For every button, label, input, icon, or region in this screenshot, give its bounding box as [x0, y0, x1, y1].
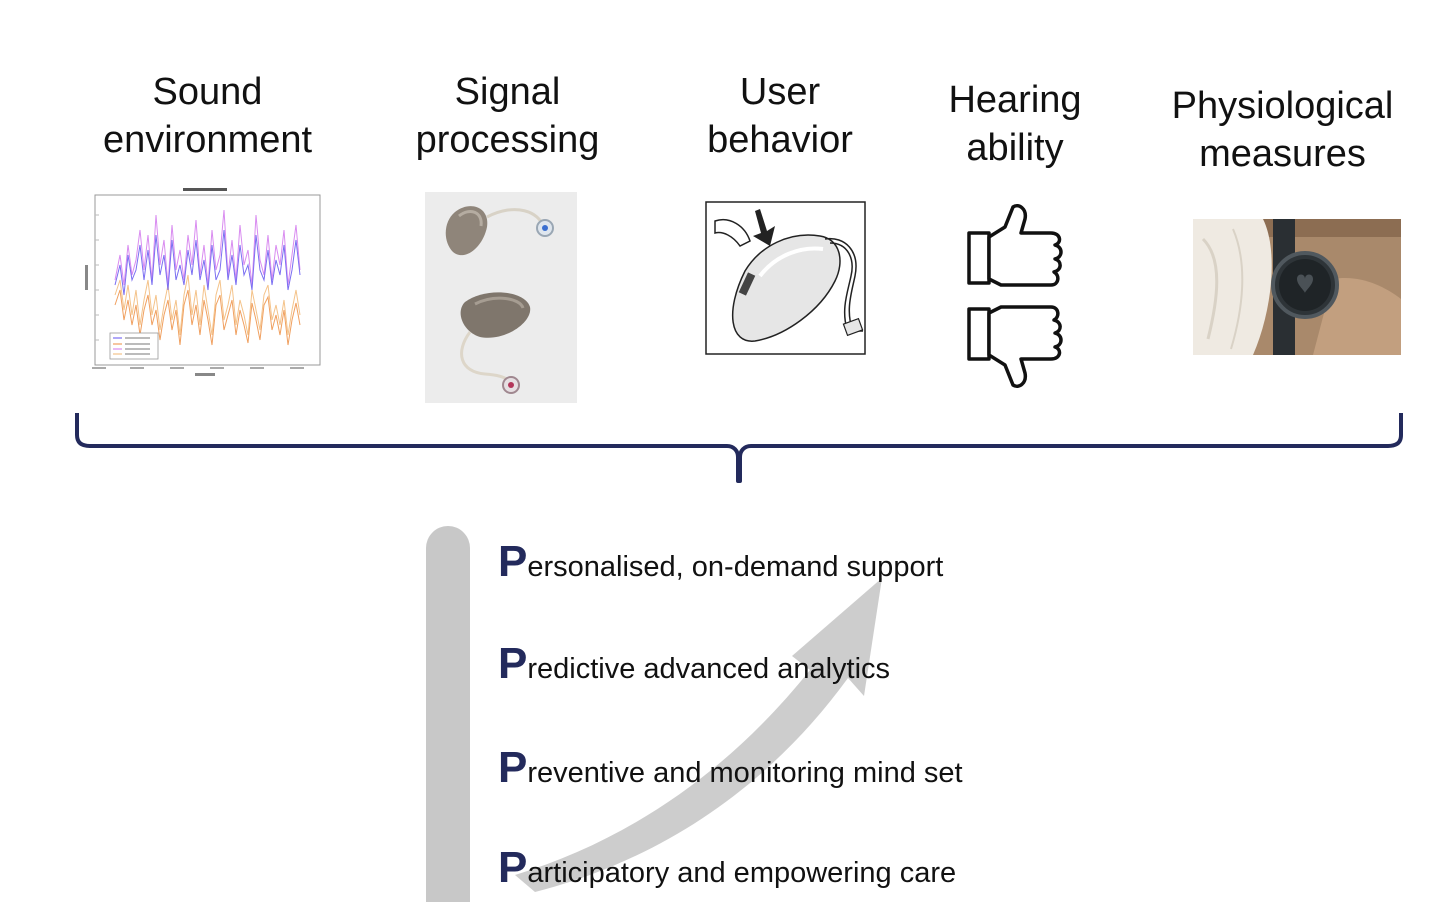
label-physiological-measures: Physiological measures — [1171, 85, 1394, 175]
title-fragment — [560, 0, 860, 4]
principle-initial: P — [498, 843, 528, 892]
grouping-bracket — [70, 405, 1410, 487]
principle-predictive: P redictive advanced analytics — [498, 642, 890, 686]
principle-personalised: P ersonalised, on-demand support — [498, 540, 943, 584]
principle-text: ersonalised, on-demand support — [527, 551, 944, 583]
hearing-aid-button-press-icon — [705, 201, 867, 356]
principle-text: redictive advanced analytics — [527, 653, 891, 685]
principle-initial: P — [498, 639, 528, 688]
principle-text: reventive and monitoring mind set — [527, 757, 963, 789]
principle-initial: P — [498, 537, 528, 586]
smartwatch-photo-icon — [1193, 219, 1401, 355]
thumbs-up-down-icon — [965, 203, 1065, 391]
principle-text: articipatory and empowering care — [527, 857, 957, 889]
principle-preventive: P reventive and monitoring mind set — [498, 746, 963, 790]
title-fragment-glyphs — [560, 0, 860, 4]
label-hearing-ability: Hearing ability — [948, 79, 1082, 169]
label-user-behavior: User behavior — [707, 71, 853, 161]
sound-level-chart-icon — [80, 185, 330, 385]
progress-arrow-graphic — [420, 520, 940, 902]
label-signal-processing: Signal processing — [415, 71, 600, 161]
principle-participatory: P articipatory and empowering care — [498, 846, 956, 890]
hearing-aids-photo-icon — [425, 192, 577, 403]
label-sound-environment: Sound environment — [102, 71, 313, 161]
principle-initial: P — [498, 743, 528, 792]
